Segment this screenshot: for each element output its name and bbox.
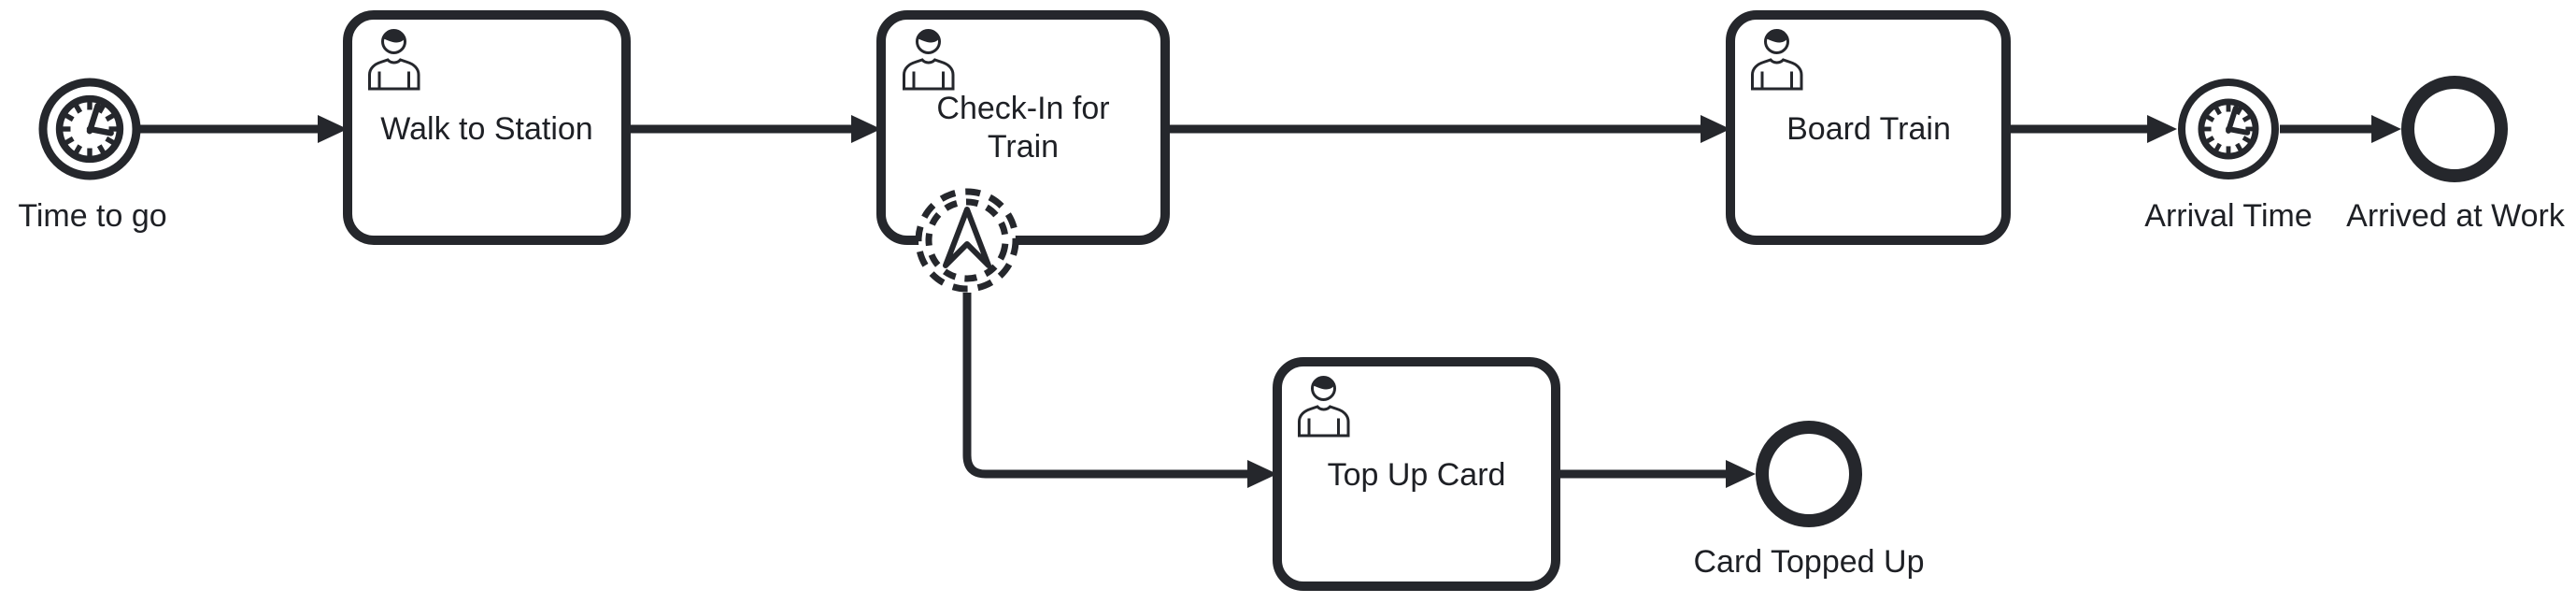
flow-topup-to-end[interactable]	[1556, 460, 1756, 488]
flow-walk-to-checkin[interactable]	[626, 115, 881, 143]
intermediate-event-label: Arrival Time	[2144, 198, 2312, 234]
flow-start-to-walk[interactable]	[140, 115, 348, 143]
end-event-label-card: Card Topped Up	[1694, 544, 1925, 580]
flow-boundary-to-topup[interactable]	[962, 293, 1277, 488]
flow-board-to-arrival[interactable]	[2006, 115, 2177, 143]
clock-icon	[60, 99, 121, 160]
boundary-event-escalation[interactable]	[915, 188, 1019, 293]
task-label-line2: Train	[988, 129, 1059, 165]
task-walk-to-station[interactable]: Walk to Station	[343, 10, 631, 245]
end-event-label-work: Arrived at Work	[2346, 198, 2566, 234]
end-event-arrived-at-work[interactable]	[2401, 76, 2508, 182]
end-event-card-topped-up[interactable]	[1756, 421, 1862, 527]
task-top-up-card[interactable]: Top Up Card	[1273, 357, 1560, 591]
flow-checkin-to-board[interactable]	[1165, 115, 1730, 143]
task-label-line1: Check-In for	[936, 91, 1109, 126]
start-event-label: Time to go	[18, 198, 166, 234]
task-checkin-for-train[interactable]: Check-In for Train	[876, 10, 1170, 245]
task-board-train[interactable]: Board Train	[1726, 10, 2011, 245]
start-event-time-to-go[interactable]	[38, 78, 141, 180]
clock-icon	[2201, 102, 2256, 156]
task-label: Top Up Card	[1328, 457, 1506, 493]
task-label: Walk to Station	[380, 111, 592, 147]
escalation-arrow-icon	[943, 207, 991, 268]
intermediate-event-arrival-time[interactable]	[2178, 79, 2279, 179]
task-label: Board Train	[1786, 111, 1951, 147]
flow-arrival-to-end[interactable]	[2280, 115, 2401, 143]
